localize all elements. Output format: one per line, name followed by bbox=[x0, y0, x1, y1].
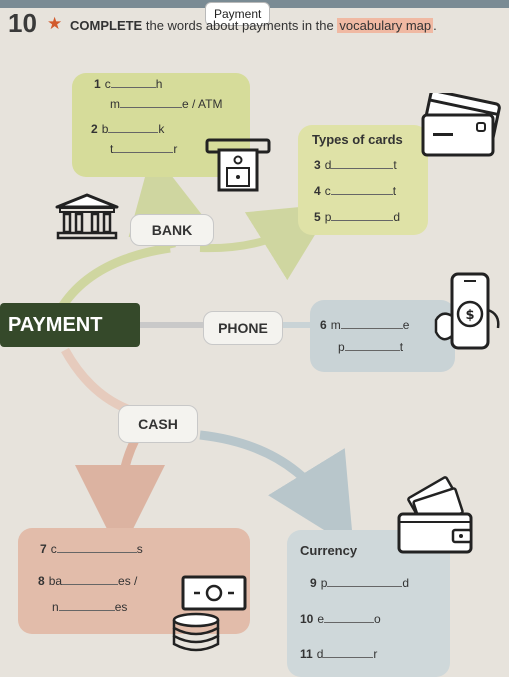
instruction-end: . bbox=[433, 18, 437, 33]
instruction: COMPLETE the words about payments in the… bbox=[70, 18, 437, 33]
bank-node: BANK bbox=[130, 214, 214, 246]
arrow-to-cards bbox=[199, 203, 334, 281]
payment-node: PAYMENT bbox=[0, 303, 140, 347]
phone-node: PHONE bbox=[203, 311, 283, 345]
banknote-icon bbox=[181, 575, 247, 611]
svg-text:$: $ bbox=[465, 308, 474, 323]
wallet-icon bbox=[397, 476, 473, 554]
credit-card-icon bbox=[421, 93, 501, 157]
instruction-text: the words about payments in the bbox=[142, 18, 338, 33]
phone-vocab-box bbox=[310, 300, 455, 372]
star-icon: ★ bbox=[47, 14, 63, 33]
arrow-to-cash bbox=[61, 347, 132, 415]
exercise-number: 10 bbox=[8, 8, 37, 38]
cards-vocab-box bbox=[298, 125, 428, 235]
cards-title: Types of cards bbox=[312, 132, 403, 147]
bank-icon bbox=[55, 193, 119, 240]
arrow-to-cash-items bbox=[75, 437, 166, 555]
arrow-to-currency bbox=[199, 430, 354, 549]
currency-title: Currency bbox=[300, 543, 358, 558]
atm-icon bbox=[205, 138, 271, 192]
cash-node: CASH bbox=[118, 405, 198, 443]
instruction-bold: COMPLETE bbox=[70, 18, 143, 33]
section-tab: Payment bbox=[205, 2, 271, 26]
arrow-to-bank bbox=[56, 243, 171, 313]
instruction-highlight: vocabulary map bbox=[337, 18, 434, 33]
currency-vocab-box bbox=[287, 530, 450, 677]
phone-payment-icon: $ bbox=[434, 272, 500, 350]
coins-icon bbox=[172, 612, 220, 652]
